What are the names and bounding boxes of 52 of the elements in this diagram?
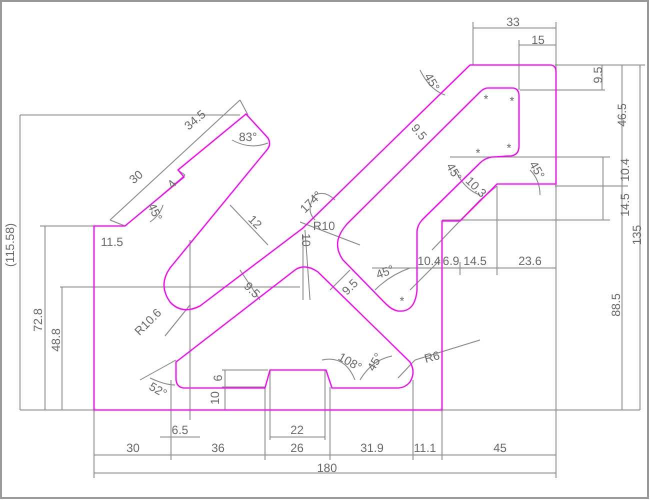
angle-value: 45° [146, 201, 164, 223]
dimension-value: 10.3 [464, 174, 488, 200]
dimension-value: 4 [165, 178, 179, 190]
angle-value: 52° [147, 380, 169, 400]
dimension-value: 72.8 [32, 308, 44, 332]
dimension-value: 22 [290, 424, 304, 436]
dimension-value: 10.4 [619, 158, 631, 182]
dimension-value: 14.5 [463, 255, 487, 267]
dimension-value: 14.5 [619, 193, 631, 217]
angle-value: 45° [422, 71, 442, 93]
dimension-value: (115.58) [4, 223, 16, 267]
asterisk-mark: * [506, 142, 512, 154]
dimension-value: 30 [126, 442, 140, 454]
dimension-value: 34.5 [182, 108, 208, 132]
dimension-value: 10 [300, 233, 312, 247]
asterisk-mark: * [400, 295, 404, 307]
dimension-value: 23.6 [518, 255, 542, 267]
dimension-value: 180 [316, 462, 338, 474]
dimension-value: 12 [246, 213, 264, 231]
dimension-value: 88.5 [610, 293, 622, 317]
asterisk-mark: * [510, 95, 514, 107]
asterisk-mark: * [484, 93, 488, 105]
dimension-value: 6.5 [172, 424, 188, 436]
dimension-value: 9.5 [242, 280, 262, 300]
dimension-value: 45 [493, 442, 507, 454]
dimension-value: 6 [212, 374, 224, 382]
dimension-value: 9.5 [592, 66, 604, 84]
angle-value: 83° [238, 131, 258, 143]
asterisk-mark: * [476, 147, 480, 159]
dimension-value: 46.5 [616, 103, 628, 127]
dimension-value: 9.5 [409, 122, 429, 142]
dimension-value: 11.5 [100, 236, 124, 248]
radius-value: R6 [423, 349, 441, 365]
angle-value: 45° [527, 159, 547, 181]
dimension-value: 31.9 [360, 442, 384, 454]
angle-value: 108° [336, 350, 364, 374]
angle-value: 45° [444, 161, 464, 183]
dimension-value: 10.4 [417, 255, 441, 267]
angle-value: 45° [374, 263, 396, 281]
dimension-value: 10 [209, 391, 221, 405]
dimension-value: 135 [631, 224, 643, 246]
dimension-value: 6.9 [442, 255, 460, 267]
dimension-value: 48.8 [50, 328, 62, 352]
dimension-value: 9.5 [340, 276, 360, 298]
dimension-value: 15 [531, 34, 545, 46]
angle-value: 45° [365, 351, 385, 373]
dimension-value: 26 [290, 442, 304, 454]
dimension-value: 33 [506, 16, 520, 28]
dimension-value: 11.1 [414, 442, 436, 454]
radius-value: R10 [313, 220, 335, 232]
dimension-value: 30 [127, 168, 145, 186]
dimension-value: 36 [211, 442, 225, 454]
